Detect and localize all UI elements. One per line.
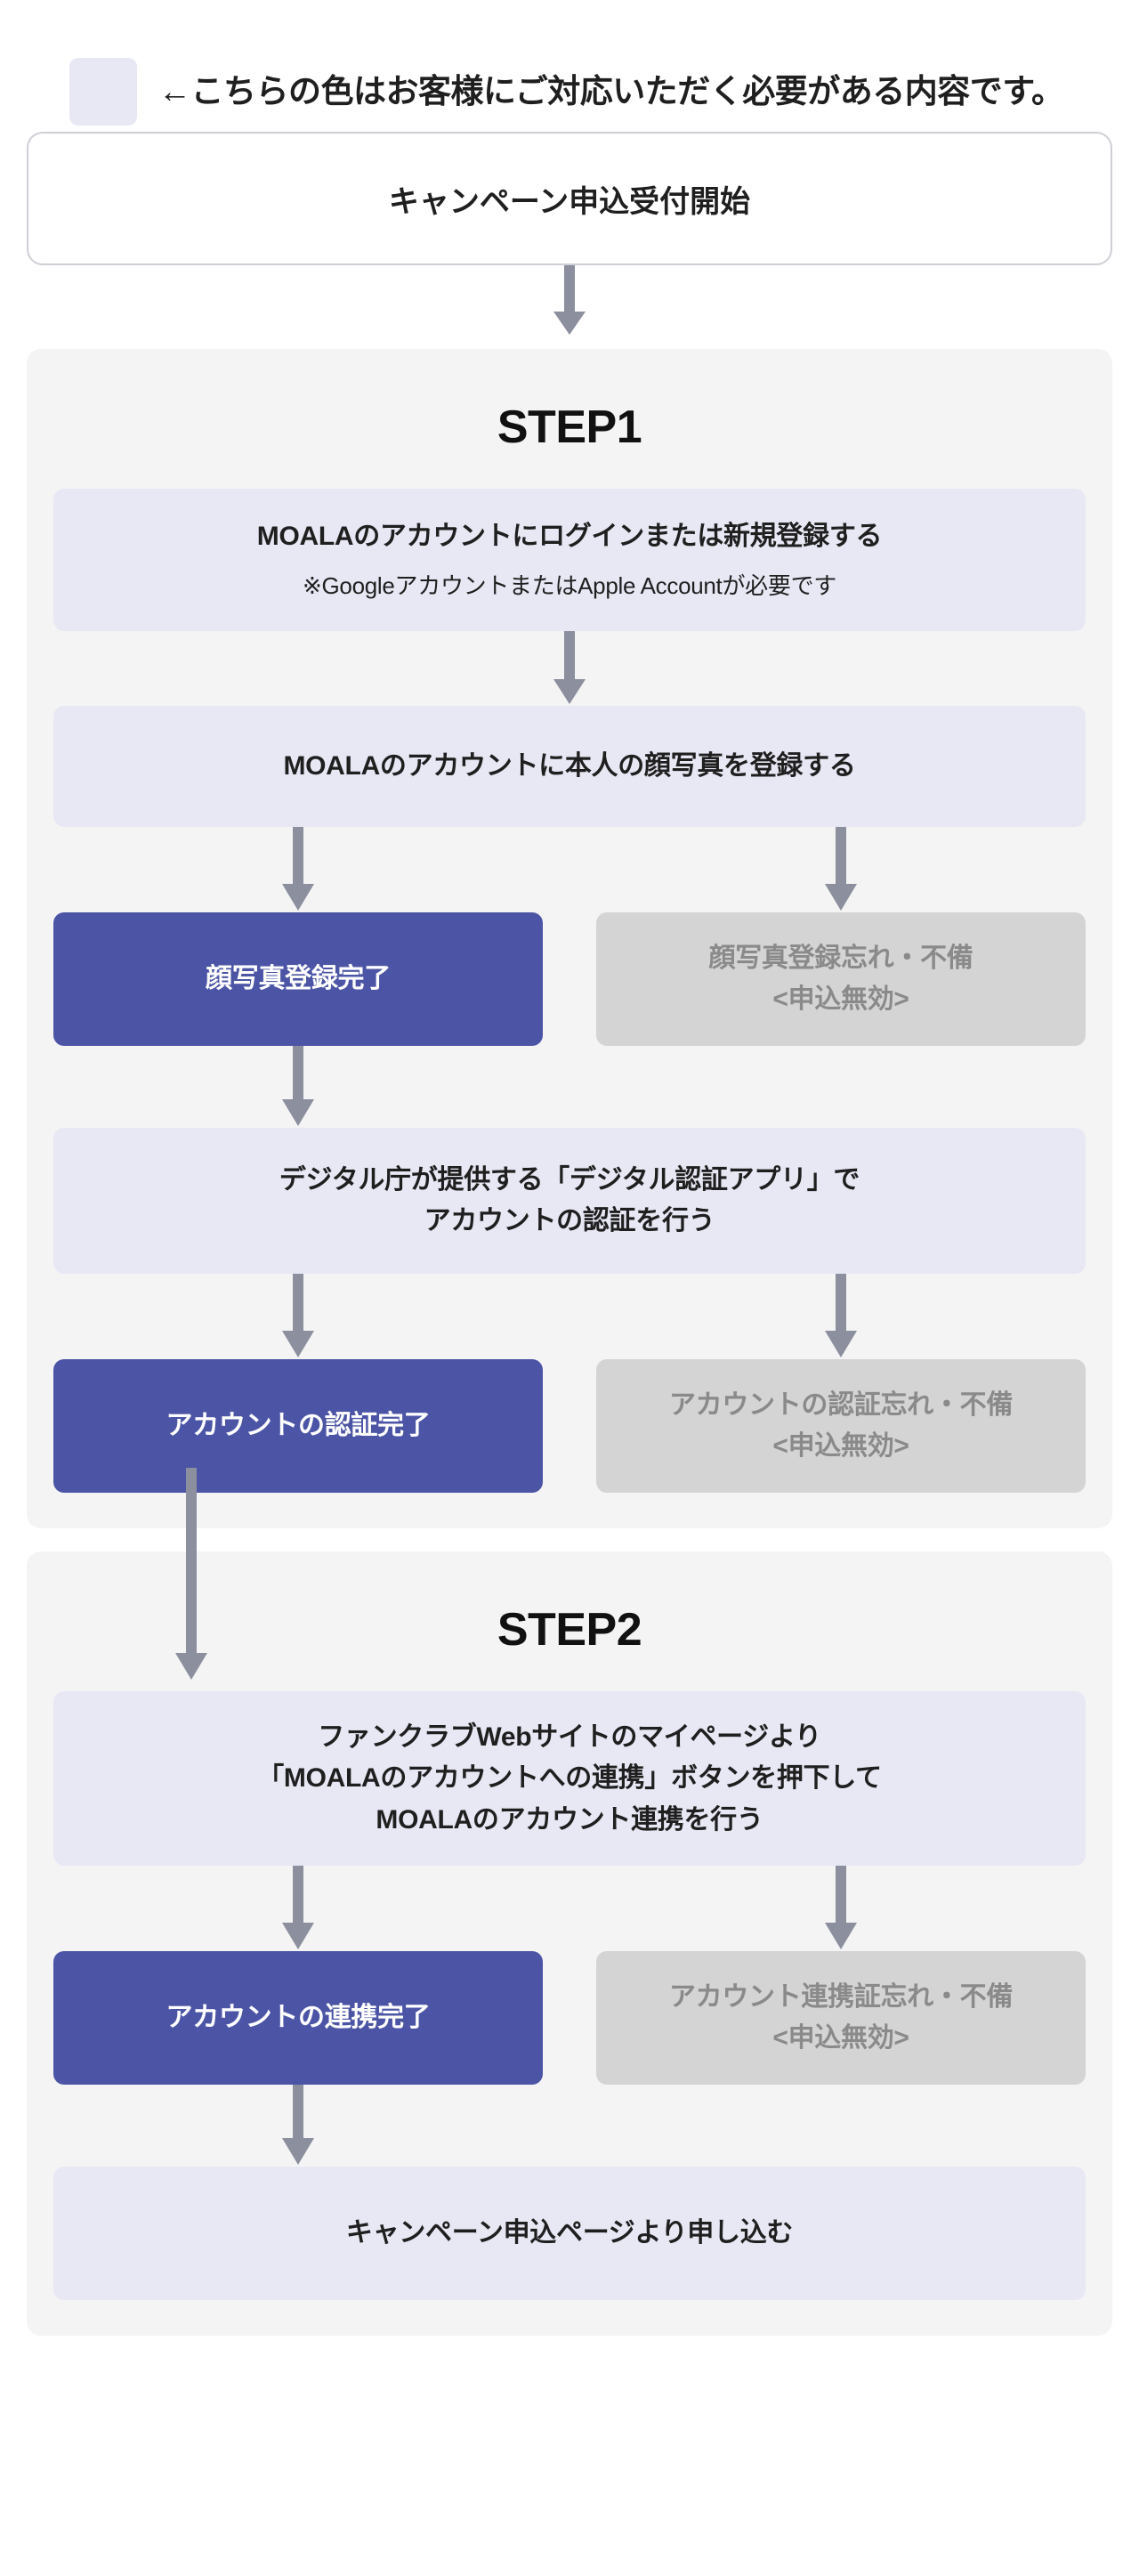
step1-auth-fail-line2: <申込無効> [772,1431,909,1462]
step2-apply-label: キャンペーン申込ページより申し込む [345,2218,794,2248]
down-arrow-icon [814,827,868,912]
step2-apply-box: キャンペーン申込ページより申し込む [53,2167,1086,2301]
arrow-col-left [53,1046,543,1128]
legend-text: ←こちらの色はお客様にご対応いただく必要がある内容です。 [158,72,1064,109]
arrow-login-to-photo [53,631,1086,706]
arrow-photo-to-fail [596,827,1086,912]
step2-link-fail-branch: アカウント連携証忘れ・不備 <申込無効> [596,1866,1086,2086]
step1-auth-line2: アカウントの認証を行う [424,1206,715,1236]
step2-link-fail-line2: <申込無効> [772,2023,909,2054]
arrow-link-done-to-apply [53,2085,543,2167]
step1-photo-fail-line2: <申込無効> [772,984,909,1015]
arrow-start-to-step1 [0,265,1139,336]
arrow-col-left2 [53,2085,543,2167]
arrow-photo-to-done [53,827,543,912]
step1-login-line1: MOALAのアカウントにログインまたは新規登録する [256,522,883,552]
down-arrow-icon [814,1866,868,1951]
down-arrow-icon [814,1274,868,1359]
step2-link-line1: ファンクラブWebサイトのマイページより [318,1721,821,1752]
step2-link-fail-line1: アカウント連携証忘れ・不備 [668,1981,1014,2012]
step1-photo-fail-branch: 顔写真登録忘れ・不備 <申込無効> [596,827,1086,1047]
start-box-label: キャンペーン申込受付開始 [388,184,751,219]
step1-photo-fail-line1: 顔写真登録忘れ・不備 [708,943,973,973]
arrow-auth-to-fail [596,1274,1086,1359]
step2-link-done-branch: アカウントの連携完了 [53,1866,543,2086]
down-arrow-icon [271,2085,325,2167]
legend: ←こちらの色はお客様にご対応いただく必要がある内容です。 [0,0,1139,132]
step1-photo-fail-box: 顔写真登録忘れ・不備 <申込無効> [596,912,1086,1047]
step2-link-done-box: アカウントの連携完了 [53,1951,543,2086]
step1-auth-fail-box: アカウントの認証忘れ・不備 <申込無効> [596,1359,1086,1494]
arrow-link-to-fail [596,1866,1086,1951]
step1-auth-fail-line1: アカウントの認証忘れ・不備 [668,1389,1014,1420]
legend-color-swatch [69,58,137,126]
step1-auth-done-box: アカウントの認証完了 [53,1359,543,1494]
arrow-auth-done-to-step2 [165,1468,218,1681]
down-arrow-icon [543,631,596,706]
step1-auth-line1: デジタル庁が提供する「デジタル認証アプリ」で [279,1164,860,1195]
step2-link-box: ファンクラブWebサイトのマイページより 「MOALAのアカウントへの連携」ボタ… [53,1691,1086,1867]
step1-panel: STEP1 MOALAのアカウントにログインまたは新規登録する ※Googleア… [27,349,1112,1529]
step1-auth-done-branch: アカウントの認証完了 [53,1274,543,1494]
down-arrow-icon [271,1046,325,1128]
arrow-col-right-empty [596,1046,1086,1128]
step1-photo-done-branch: 顔写真登録完了 [53,827,543,1047]
step1-auth-branch: アカウントの認証完了 アカウントの認証忘れ・不備 <申込無効> [53,1274,1086,1494]
step2-title: STEP2 [497,1604,642,1657]
step1-photo-branch: 顔写真登録完了 顔写真登録忘れ・不備 <申込無効> [53,827,1086,1047]
step1-title: STEP1 [497,401,642,453]
step2-link-branch: アカウントの連携完了 アカウント連携証忘れ・不備 <申込無効> [53,1866,1086,2086]
down-arrow-icon [543,265,596,336]
arrow-row-photo-done-to-auth [53,1046,1086,1128]
step2-link-done-label: アカウントの連携完了 [166,2003,431,2033]
arrow-col-right-empty2 [596,2085,1086,2167]
step1-photo-box: MOALAのアカウントに本人の顔写真を登録する [53,706,1086,828]
down-arrow-icon [271,1274,325,1359]
step2-link-line2: 「MOALAのアカウントへの連携」ボタンを押下して [257,1763,882,1794]
step1-photo-done-label: 顔写真登録完了 [206,963,391,993]
down-arrow-icon [165,1468,218,1681]
arrow-link-to-done [53,1866,543,1951]
arrow-row-link-done-to-apply [53,2085,1086,2167]
step2-link-fail-box: アカウント連携証忘れ・不備 <申込無効> [596,1951,1086,2086]
step1-photo-done-box: 顔写真登録完了 [53,912,543,1047]
step1-auth-fail-branch: アカウントの認証忘れ・不備 <申込無効> [596,1274,1086,1494]
step1-auth-box: デジタル庁が提供する「デジタル認証アプリ」で アカウントの認証を行う [53,1128,1086,1275]
step1-auth-done-label: アカウントの認証完了 [166,1410,431,1440]
step2-panel: STEP2 ファンクラブWebサイトのマイページより 「MOALAのアカウントへ… [27,1468,1112,2337]
down-arrow-icon [271,827,325,912]
step1-login-note: ※GoogleアカウントまたはApple Accountが必要です [303,571,836,599]
arrow-auth-to-done [53,1274,543,1359]
step1-login-box: MOALAのアカウントにログインまたは新規登録する ※Googleアカウントまた… [53,489,1086,632]
arrow-photo-done-to-auth [53,1046,543,1128]
step2-link-line3: MOALAのアカウント連携を行う [376,1804,763,1835]
down-arrow-icon [271,1866,325,1951]
start-box: キャンペーン申込受付開始 [27,132,1112,265]
step1-photo-line1: MOALAのアカウントに本人の顔写真を登録する [283,750,856,781]
